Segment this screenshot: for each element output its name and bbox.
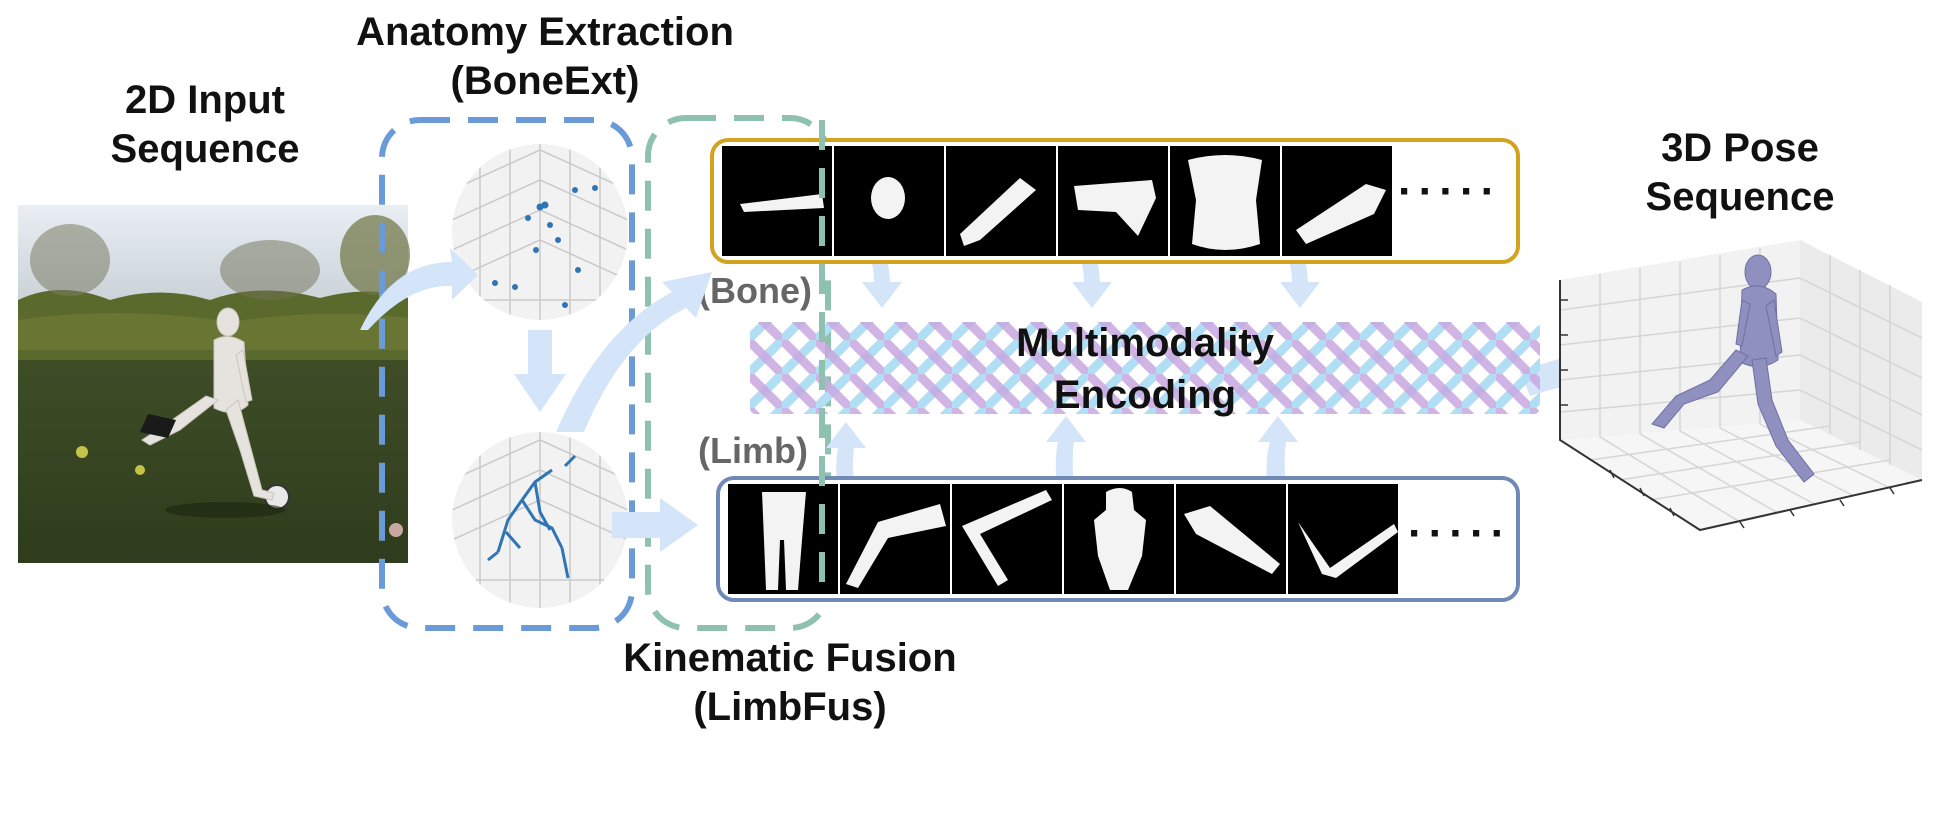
bone-part-forearm [740,194,824,212]
bone-part-torso [1188,155,1262,250]
kinematic-fusion-title: Kinematic Fusion (LimbFus) [580,634,1000,732]
bone-branch-label: (Bone) [698,270,812,311]
kinematic-title-line-1: Kinematic Fusion [623,636,957,680]
multimodality-encoding-band [750,322,1540,414]
pose-3d-plot [1559,240,1923,532]
input-title-line-2: Sequence [110,126,300,171]
anatomy-extraction-title: Anatomy Extraction (BoneExt) [320,8,770,106]
bone-part-upper-arm [1296,184,1386,244]
limbfus-dashed-box [645,115,831,631]
limb-part-leg-folded [962,490,1052,586]
limb-row-ellipsis: ····· [1408,509,1511,558]
encoding-title-line-2: Encoding [1054,373,1236,417]
anatomy-title-line-2: (BoneExt) [450,58,640,103]
boneext-dashed-box [379,117,635,631]
output-title-line-2: Sequence [1645,174,1835,219]
encoding-title-line-1: Multimodality [1016,321,1275,365]
limb-part-leg-bent [846,504,946,588]
input-sequence-title: 2D Input Sequence [90,76,320,174]
limb-branch-label: (Limb) [698,430,808,471]
kinematic-title-line-2: (LimbFus) [693,684,887,729]
limb-part-legs [762,492,806,590]
bone-part-lower-leg [960,178,1036,246]
pose-sequence-title: 3D Pose Sequence [1600,124,1880,222]
skeleton-3d-plot [452,432,628,608]
input-title-line-1: 2D Input [125,78,285,122]
bone-part-strip: ····· [722,146,1501,256]
anatomy-title-line-1: Anatomy Extraction [356,10,734,54]
bone-part-head [871,177,905,219]
bone-part-thigh [1074,180,1156,236]
output-title-line-1: 3D Pose [1661,126,1819,170]
limb-part-strip: ····· [728,484,1511,594]
limb-part-upper-body [1094,488,1146,590]
input-photo [18,205,410,563]
limb-part-arm-bent [1298,522,1398,578]
bone-row-ellipsis: ····· [1398,167,1501,216]
keypoint-3d-plot [452,144,628,320]
limb-part-arm [1184,506,1280,574]
